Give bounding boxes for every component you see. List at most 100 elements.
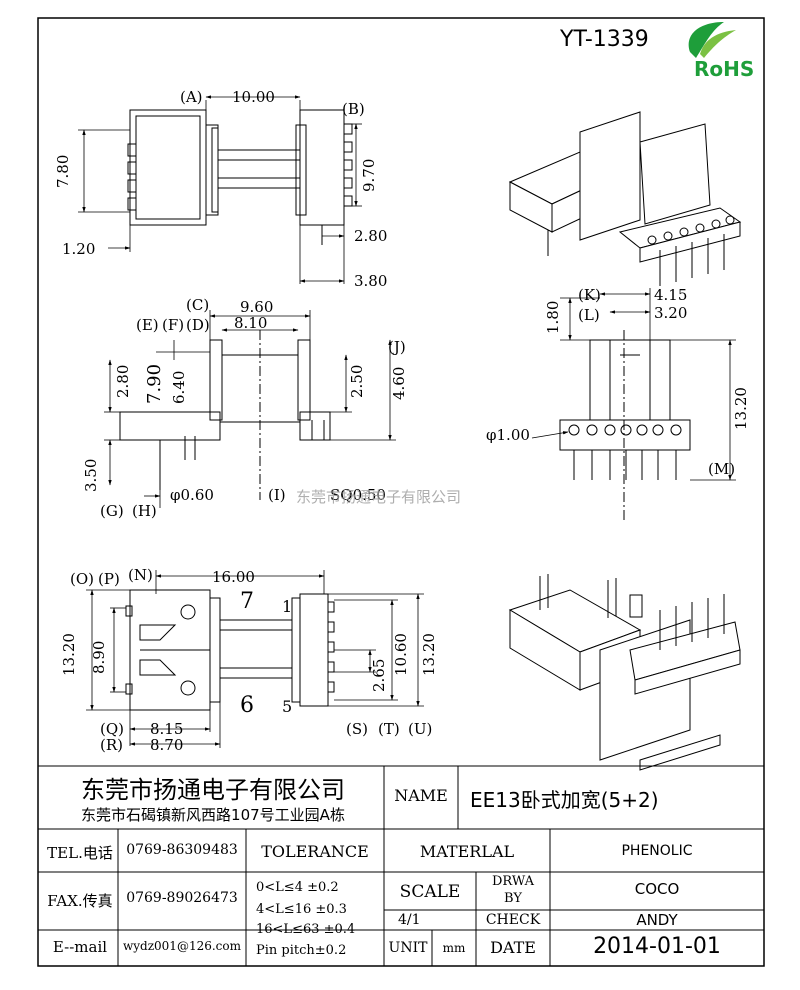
material-label: MATERLAL [419,842,515,861]
svg-text:(T): (T) [378,720,400,738]
svg-text:(R): (R) [100,736,123,754]
tel-label: TEL.电话 [47,844,113,862]
pin-number-7: 7 [240,589,254,614]
svg-text:SQ0.50: SQ0.50 [330,486,386,504]
svg-text:φ0.60: φ0.60 [170,486,214,504]
svg-text:13.20: 13.20 [60,633,78,676]
pin-number-1: 1 [282,597,292,616]
watermark: 东莞市扬通电子有限公司 [296,488,461,506]
svg-text:8.70: 8.70 [150,736,183,754]
svg-text:(S): (S) [346,720,368,738]
svg-text:3.80: 3.80 [354,272,387,290]
bottom-view-dims [86,570,424,748]
svg-text:9.70: 9.70 [360,159,378,192]
tolerance-row-2: 4<L≤16 ±0.3 [256,902,347,917]
svg-text:(O): (O) [70,570,94,588]
svg-text:7.90: 7.90 [144,364,165,404]
bottom-view-text: (O) (P) (N) 16.00 13.20 8.90 7 1 6 5 2.6… [60,566,438,754]
front-view-dims [531,288,736,481]
svg-text:6.40: 6.40 [170,371,188,404]
isometric-view-bottom [508,574,741,771]
email-value: wydz001@126.com [122,939,241,953]
scale-label: SCALE [399,882,461,902]
tel-value: 0769-86309483 [126,842,238,858]
svg-text:(G): (G) [100,502,124,520]
svg-text:(J): (J) [388,338,406,356]
check-label: CHECK [485,912,541,928]
svg-text:(E): (E) [136,316,159,334]
scale-value: 4/1 [398,912,421,928]
svg-text:(F): (F) [162,316,184,334]
unit-value: mm [442,941,466,955]
bottom-view [125,589,335,711]
svg-text:1.20: 1.20 [62,240,95,258]
svg-text:(P): (P) [98,570,120,588]
top-view-text: (A) 10.00 (B) 7.80 9.70 1.20 2.80 3.80 [54,88,387,290]
svg-text:3.20: 3.20 [654,304,687,322]
svg-text:2.65: 2.65 [370,659,388,692]
svg-text:7.80: 7.80 [54,155,72,188]
part-number: YT-1339 [559,27,649,52]
svg-text:4.15: 4.15 [654,286,687,304]
svg-text:(M): (M) [708,460,735,478]
svg-text:2.50: 2.50 [348,365,366,398]
svg-text:(I): (I) [268,486,286,504]
top-view-dims [78,95,362,284]
svg-text:3.50: 3.50 [82,459,100,492]
drwa-by-label: BY [504,891,522,906]
company-address: 东莞市石碣镇新风西路107号工业园A栋 [81,806,345,824]
front-view [559,330,691,520]
material-value: PHENOLIC [621,843,693,859]
svg-text:9.60: 9.60 [240,298,273,316]
fax-label: FAX.传真 [47,892,113,910]
svg-text:(L): (L) [578,306,600,324]
svg-text:2.80: 2.80 [114,365,132,398]
svg-text:(C): (C) [186,296,209,314]
svg-text:(A): (A) [180,88,203,106]
side-view-dims [104,310,396,508]
rohs-logo-text: RoHS [694,57,754,81]
svg-text:(D): (D) [186,316,210,334]
svg-text:8.10: 8.10 [234,314,267,332]
isometric-view-top [508,111,742,286]
pin-number-6: 6 [240,693,254,718]
svg-text:(H): (H) [132,502,157,520]
email-label: E--mail [52,938,108,956]
fax-value: 0769-89026473 [126,890,238,906]
svg-text:(N): (N) [128,566,153,584]
front-view-text: 1.80 (K) 4.15 (L) 3.20 13.20 (M) φ1.00 [486,286,750,478]
tolerance-row-4: Pin pitch±0.2 [256,943,347,958]
unit-label: UNIT [388,940,428,956]
drwa-label: DRWA [491,874,535,889]
svg-text:(U): (U) [408,720,432,738]
tolerance-label: TOLERANCE [261,842,369,861]
rohs-leaf-icon [688,22,736,58]
check-value: ANDY [636,911,678,929]
svg-text:13.20: 13.20 [732,387,750,430]
side-view-text: (C) 9.60 (E) (F) (D) 8.10 (J) 2.80 7.90 … [82,296,408,520]
drwa-value: COCO [634,880,680,898]
svg-text:10.00: 10.00 [232,88,275,106]
svg-text:4.60: 4.60 [390,367,408,400]
tolerance-row-1: 0<L≤4 ±0.2 [256,880,339,895]
svg-text:(B): (B) [342,100,365,118]
svg-text:8.15: 8.15 [150,720,183,738]
svg-text:16.00: 16.00 [212,568,255,586]
tolerance-row-3: 16<L≤63 ±0.4 [256,922,356,937]
top-view [127,109,353,245]
date-value: 2014-01-01 [593,934,721,959]
svg-text:8.90: 8.90 [90,641,108,674]
company-name: 东莞市扬通电子有限公司 [81,776,345,804]
svg-text:13.20: 13.20 [420,633,438,676]
svg-text:2.80: 2.80 [354,227,387,245]
pin-number-5: 5 [282,697,292,716]
svg-text:1.80: 1.80 [544,301,562,334]
svg-text:φ1.00: φ1.00 [486,426,530,444]
svg-text:(K): (K) [578,286,601,304]
sheet-border [37,17,765,967]
name-value: EE13卧式加宽(5+2) [470,788,659,812]
name-label: NAME [394,786,448,805]
side-view [119,330,331,500]
